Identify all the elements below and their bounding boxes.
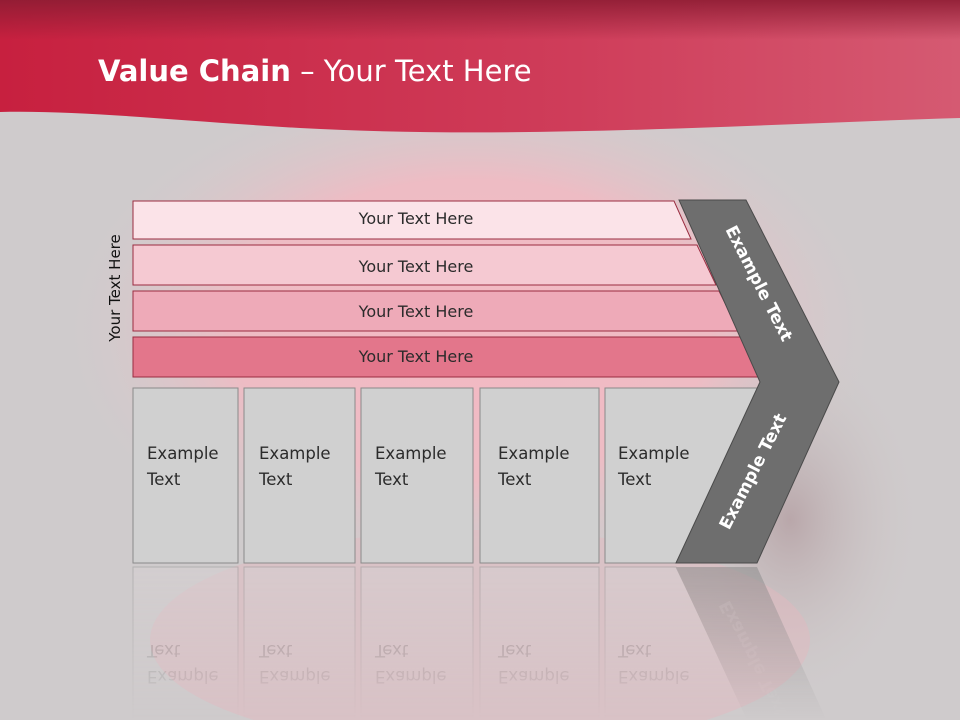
support-row-2 xyxy=(132,244,717,286)
primary-box-5-line2: Text xyxy=(617,470,652,489)
reflection-box-4-line2: Text xyxy=(497,641,532,660)
primary-box-1 xyxy=(132,387,239,564)
primary-box-1-line2: Text xyxy=(146,470,181,489)
reflection-box-5-line1: Example xyxy=(618,667,690,686)
reflection-box-4-line1: Example xyxy=(498,667,570,686)
primary-box-5-line1: Example xyxy=(618,444,690,463)
primary-box-4-line1: Example xyxy=(498,444,570,463)
margin-chevron xyxy=(675,199,840,564)
reflection-box-3-line2: Text xyxy=(374,641,409,660)
primary-box-3 xyxy=(360,387,474,564)
primary-box-1-line1: Example xyxy=(147,444,219,463)
slide-title: Value Chain – Your Text Here xyxy=(98,54,532,88)
support-row-2-label: Your Text Here xyxy=(358,257,474,276)
reflection-box-2-line2: Text xyxy=(258,641,293,660)
primary-box-2-line1: Example xyxy=(259,444,331,463)
support-row-4-label: Your Text Here xyxy=(358,347,474,366)
support-row-1-label: Your Text Here xyxy=(358,209,474,228)
primary-box-3-line1: Example xyxy=(375,444,447,463)
support-row-3-label: Your Text Here xyxy=(358,302,474,321)
diagram-reflection: Example Text Example Text Example Text E… xyxy=(132,566,827,720)
reflection-box-5-line2: Text xyxy=(617,641,652,660)
primary-box-4-line2: Text xyxy=(497,470,532,489)
primary-box-4 xyxy=(479,387,600,564)
title-rest: – Your Text Here xyxy=(290,54,532,88)
reflection-box-3-line1: Example xyxy=(375,667,447,686)
support-row-1 xyxy=(132,200,692,240)
reflection-box-1-line1: Example xyxy=(147,667,219,686)
title-bold: Value Chain xyxy=(98,54,291,88)
reflection-box-1-line2: Text xyxy=(146,641,181,660)
primary-box-3-line2: Text xyxy=(374,470,409,489)
primary-box-2 xyxy=(243,387,356,564)
primary-box-2-line2: Text xyxy=(258,470,293,489)
reflection-box-2-line1: Example xyxy=(259,667,331,686)
